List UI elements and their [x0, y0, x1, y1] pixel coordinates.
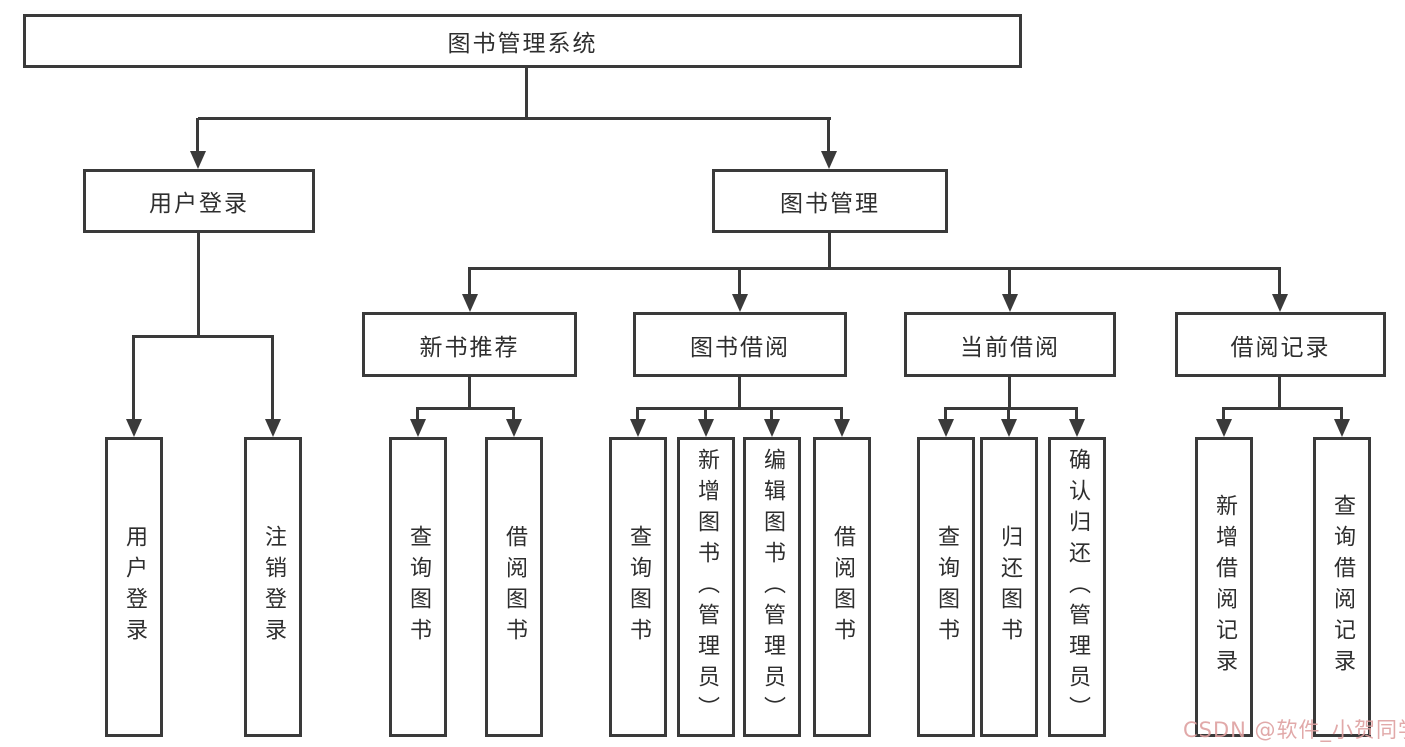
arrow-to-leaf-borrow-book-2 [833, 408, 850, 437]
node-book-management: 图书管理 [712, 169, 948, 233]
node-borrow-records: 借阅记录 [1175, 312, 1386, 377]
leaf-user-login-label: 用户登录 [122, 525, 147, 649]
node-current-borrow: 当前借阅 [904, 312, 1116, 377]
leaf-user-login: 用户登录 [105, 437, 163, 737]
arrow-to-leaf-borrow-book-1 [505, 408, 522, 437]
connector-current-borrow-trunk [1008, 377, 1011, 408]
connector-new-book-rec-rail [416, 407, 515, 410]
connector-root-trunk [525, 68, 528, 118]
connector-book-mgmt-rail [468, 267, 1281, 270]
leaf-confirm-return: 确认归还（管理员） [1048, 437, 1106, 737]
leaf-query-book-1-label: 查询图书 [406, 525, 431, 649]
leaf-add-book: 新增图书（管理员） [677, 437, 735, 737]
leaf-query-book-2: 查询图书 [609, 437, 667, 737]
connector-new-book-rec-trunk [468, 377, 471, 408]
connector-book-borrow-trunk [738, 377, 741, 408]
leaf-borrow-book-2-label: 借阅图书 [830, 525, 855, 649]
connector-level1-rail [198, 117, 831, 120]
leaf-query-borrow-record: 查询借阅记录 [1313, 437, 1371, 737]
arrow-to-current-borrow [1001, 268, 1018, 312]
leaf-borrow-book-1-label: 借阅图书 [502, 525, 527, 649]
node-root-label: 图书管理系统 [447, 31, 598, 57]
leaf-return-book-label: 归还图书 [997, 525, 1022, 649]
leaf-add-borrow-record-label: 新增借阅记录 [1212, 494, 1237, 680]
leaf-edit-book-label: 编辑图书（管理员） [760, 447, 785, 727]
leaf-confirm-return-label: 确认归还（管理员） [1065, 447, 1090, 727]
connector-user-login-rail [132, 335, 274, 338]
csdn-watermark: CSDN @软件_小贺同学 [1183, 718, 1405, 742]
arrow-to-leaf-user-login [125, 336, 142, 437]
node-current-borrow-label: 当前借阅 [960, 334, 1060, 361]
node-book-borrow-label: 图书借阅 [690, 334, 790, 361]
leaf-add-book-label: 新增图书（管理员） [694, 447, 719, 727]
arrow-to-leaf-query-book-3 [937, 408, 954, 437]
arrow-to-leaf-add-borrow-record [1215, 408, 1232, 437]
node-borrow-records-label: 借阅记录 [1230, 334, 1331, 361]
arrow-to-leaf-query-book-1 [409, 408, 426, 437]
connector-book-borrow-rail [636, 407, 843, 410]
arrow-to-borrow-records [1271, 268, 1288, 312]
node-book-borrow: 图书借阅 [633, 312, 847, 377]
arrow-to-leaf-query-book-2 [629, 408, 646, 437]
connector-book-mgmt-trunk [828, 233, 831, 268]
arrow-to-user-login [189, 118, 206, 169]
arrow-to-leaf-edit-book [763, 408, 780, 437]
arrow-to-leaf-add-book [697, 408, 714, 437]
node-user-login-label: 用户登录 [149, 191, 249, 217]
leaf-logout: 注销登录 [244, 437, 302, 737]
node-new-book-recommend-label: 新书推荐 [419, 334, 520, 361]
arrow-to-leaf-confirm-return [1068, 408, 1085, 437]
connector-current-borrow-rail [944, 407, 1078, 410]
arrow-to-leaf-query-borrow-record [1333, 408, 1350, 437]
leaf-return-book: 归还图书 [980, 437, 1038, 737]
node-root: 图书管理系统 [23, 14, 1022, 68]
arrow-to-new-book-rec [461, 268, 478, 312]
arrow-to-leaf-return-book [1000, 408, 1017, 437]
leaf-add-borrow-record: 新增借阅记录 [1195, 437, 1253, 737]
arrow-to-book-borrow [731, 268, 748, 312]
connector-borrow-records-rail [1222, 407, 1343, 410]
leaf-edit-book: 编辑图书（管理员） [743, 437, 801, 737]
leaf-query-book-3: 查询图书 [917, 437, 975, 737]
leaf-borrow-book-2: 借阅图书 [813, 437, 871, 737]
leaf-query-borrow-record-label: 查询借阅记录 [1330, 494, 1355, 680]
node-user-login: 用户登录 [83, 169, 315, 233]
node-new-book-recommend: 新书推荐 [362, 312, 577, 377]
leaf-query-book-3-label: 查询图书 [934, 525, 959, 649]
leaf-query-book-1: 查询图书 [389, 437, 447, 737]
leaf-query-book-2-label: 查询图书 [626, 525, 651, 649]
leaf-logout-label: 注销登录 [261, 525, 286, 649]
arrow-to-book-mgmt [820, 118, 837, 169]
connector-borrow-records-trunk [1278, 377, 1281, 408]
connector-user-login-trunk [197, 233, 200, 335]
arrow-to-leaf-logout [264, 336, 281, 437]
leaf-borrow-book-1: 借阅图书 [485, 437, 543, 737]
node-book-management-label: 图书管理 [780, 191, 880, 217]
